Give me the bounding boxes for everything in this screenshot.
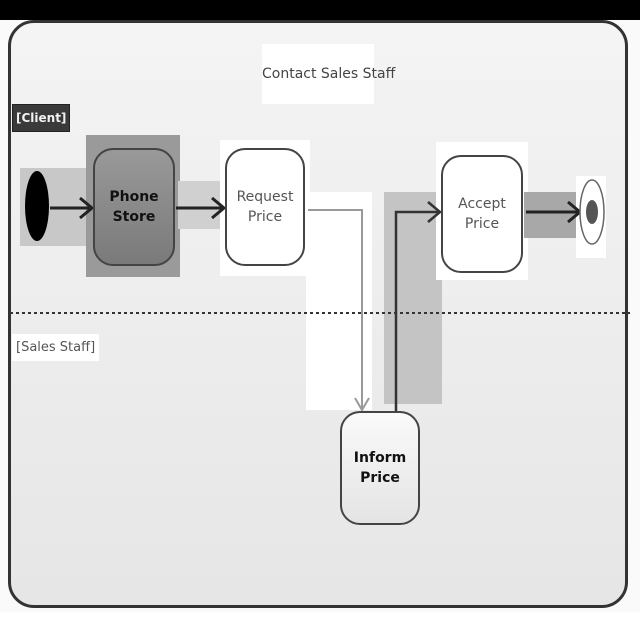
activity-label: Request Price xyxy=(236,189,294,225)
activity-accept-price[interactable]: Accept Price xyxy=(441,155,523,273)
flow-request-to-inform xyxy=(308,209,370,412)
final-node-inner xyxy=(586,200,598,224)
activity-label: Inform Price xyxy=(353,450,407,486)
activity-label: Phone Store xyxy=(109,189,159,225)
top-bar xyxy=(0,0,640,20)
lane-label-client: [Client] xyxy=(12,104,71,132)
highlight-flow-to-end xyxy=(524,192,580,238)
lane-label-sales-staff: [Sales Staff] xyxy=(12,334,100,361)
highlight-flow-up xyxy=(384,192,442,404)
initial-node xyxy=(25,171,49,241)
activity-inform-price[interactable]: Inform Price xyxy=(340,411,420,525)
flow-start-to-phone-store xyxy=(50,196,95,220)
flow-phone-store-to-request xyxy=(176,196,227,220)
highlight-flow-to-request xyxy=(178,181,226,229)
diagram-title: Contact Sales Staff xyxy=(262,44,395,104)
flow-inform-to-accept xyxy=(394,201,442,412)
activity-phone-store[interactable]: Phone Store xyxy=(93,148,175,266)
activity-label: Accept Price xyxy=(458,196,506,232)
bottom-strip xyxy=(0,612,640,640)
activity-request-price[interactable]: Request Price xyxy=(225,148,305,266)
